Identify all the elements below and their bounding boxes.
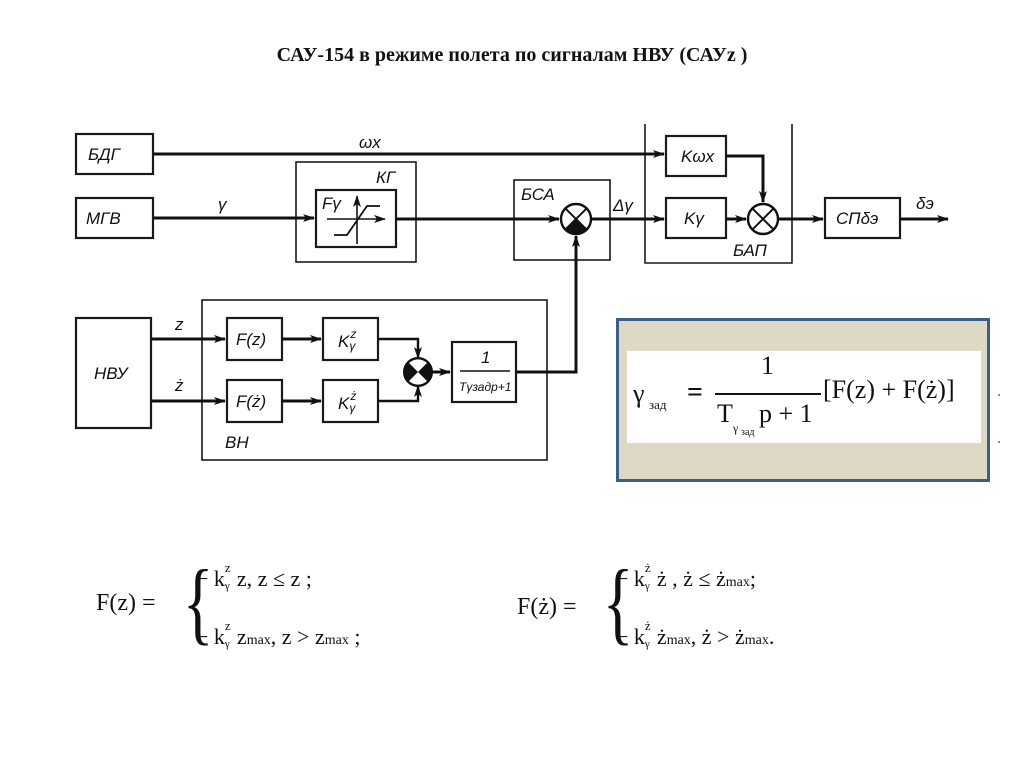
formula-equals: = xyxy=(687,377,703,408)
fzdot-row1-sub: γ xyxy=(644,580,650,592)
fzdot-row2-coef: − k xyxy=(616,624,645,649)
filter-to-bsa-line xyxy=(516,235,580,374)
fzdot-row1-rest-sub: max xyxy=(725,575,750,590)
formula-denominator-rest: p + 1 xyxy=(759,399,813,428)
bdg-block xyxy=(74,132,155,176)
fzdot-row2-rest: , ż > ż xyxy=(690,624,745,649)
fz-row2-rest-sub: max xyxy=(324,633,349,648)
fraction-bar xyxy=(715,393,821,395)
fzdot-row2-sup: ż xyxy=(644,618,651,633)
formula-numerator: 1 xyxy=(761,351,774,380)
k-gamma-z-block xyxy=(321,316,380,362)
f-zdot-block xyxy=(225,378,284,424)
k-gamma-block xyxy=(664,196,728,240)
fz-row2-sup: z xyxy=(224,618,231,633)
fzdot-row1-tail: ; xyxy=(749,566,757,591)
fz-row1-sub: γ xyxy=(224,580,230,592)
nvu-block xyxy=(74,316,153,430)
f-z-block xyxy=(225,316,284,362)
fz-row2-rest: , z > z xyxy=(270,624,325,649)
vn-frame-label: ВН xyxy=(225,433,249,452)
fz-row2-tail: ; xyxy=(348,624,361,649)
bap-summing-junction xyxy=(746,202,780,236)
f-zdot-label: F(ż) xyxy=(236,392,266,411)
bap-frame-label: БАП xyxy=(733,241,767,260)
fzdot-row1-sup: ż xyxy=(644,560,651,575)
fz-row1-coef: − k xyxy=(196,566,225,591)
gamma-signal-label: γ xyxy=(218,195,228,214)
formula-lhs-subscript: зад xyxy=(649,397,667,412)
fzdot-brace: { xyxy=(602,551,634,653)
delta-e-signal-label: δэ xyxy=(916,194,934,213)
filter-denominator: Tγзадp+1 xyxy=(459,380,511,394)
f-gamma-label: Fγ xyxy=(322,194,342,213)
vn-frame xyxy=(201,299,548,461)
vn-summing-junction xyxy=(403,357,433,387)
z-signal-label: z xyxy=(174,315,184,334)
kzdot-to-sum-line xyxy=(378,385,422,403)
formula-T-subscript-zad: зад xyxy=(741,427,755,438)
gamma-setpoint-formula: γ зад = 1 T γ зад p + 1 [F(z) + F(ż)] xyxy=(627,351,981,443)
formula-T-subscript-gamma: γ xyxy=(733,421,739,435)
fzdot-row1-coef: − k xyxy=(616,566,645,591)
stray-dot xyxy=(998,394,1000,396)
fzdot-row2-sub: γ xyxy=(644,638,650,650)
kz-to-sum-line xyxy=(378,337,422,359)
saturation-characteristic-icon xyxy=(327,195,386,244)
k-omega-output-line xyxy=(726,154,767,203)
f-z-label: F(z) xyxy=(236,330,266,349)
mgv-label: МГВ xyxy=(86,209,121,228)
bsa-frame-label: БСА xyxy=(521,185,555,204)
fzdot-row2-tail: . xyxy=(768,624,775,649)
fzdot-row2-var-sub: max xyxy=(666,633,691,648)
bdg-label: БДГ xyxy=(88,145,122,164)
fzdot-row2-rest-sub: max xyxy=(744,633,769,648)
fz-brace: { xyxy=(182,551,214,653)
sp-delta-label: СПδэ xyxy=(836,209,878,228)
stray-dot xyxy=(998,441,1000,443)
formula-lhs: γ xyxy=(633,379,645,408)
omega-x-signal-label: ωx xyxy=(359,133,381,152)
delta-gamma-signal-label: Δγ xyxy=(612,196,634,215)
kg-frame xyxy=(295,161,417,263)
fz-row1-rest: z, z ≤ z ; xyxy=(236,566,312,591)
bsa-summing-junction xyxy=(559,202,593,236)
k-gamma-zdot-block xyxy=(321,378,380,424)
fz-row2-var-sub: max xyxy=(246,633,271,648)
fz-row2-var: z xyxy=(236,624,247,649)
kg-frame-label: КГ xyxy=(376,168,397,187)
fz-row2-coef: − k xyxy=(196,624,225,649)
fz-lhs: F(z) = xyxy=(96,590,156,616)
gamma-setpoint-formula-box: γ зад = 1 T γ зад p + 1 [F(z) + F(ż)] xyxy=(616,318,990,482)
fz-row2-sub: γ xyxy=(224,638,230,650)
formula-bracket-term: [F(z) + F(ż)] xyxy=(823,375,955,404)
sp-delta-block xyxy=(823,196,902,240)
zdot-signal-label: ż xyxy=(174,376,184,395)
fz-row1-sup: z xyxy=(224,560,231,575)
fzdot-row2-var: ż xyxy=(656,624,667,649)
filter-numerator: 1 xyxy=(481,348,490,367)
nvu-label: НВУ xyxy=(94,364,130,383)
k-omega-x-label: Kωx xyxy=(681,147,715,166)
bap-frame xyxy=(644,124,793,264)
fzdot-row1-rest: ż , ż ≤ ż xyxy=(656,566,726,591)
filter-block xyxy=(450,340,518,404)
fzdot-lhs: F(ż) = xyxy=(517,594,577,620)
k-gamma-label: Kγ xyxy=(684,209,705,228)
slide-title: САУ-154 в режиме полета по сигналам НВУ … xyxy=(276,44,748,66)
formula-denominator-T: T xyxy=(717,399,733,428)
